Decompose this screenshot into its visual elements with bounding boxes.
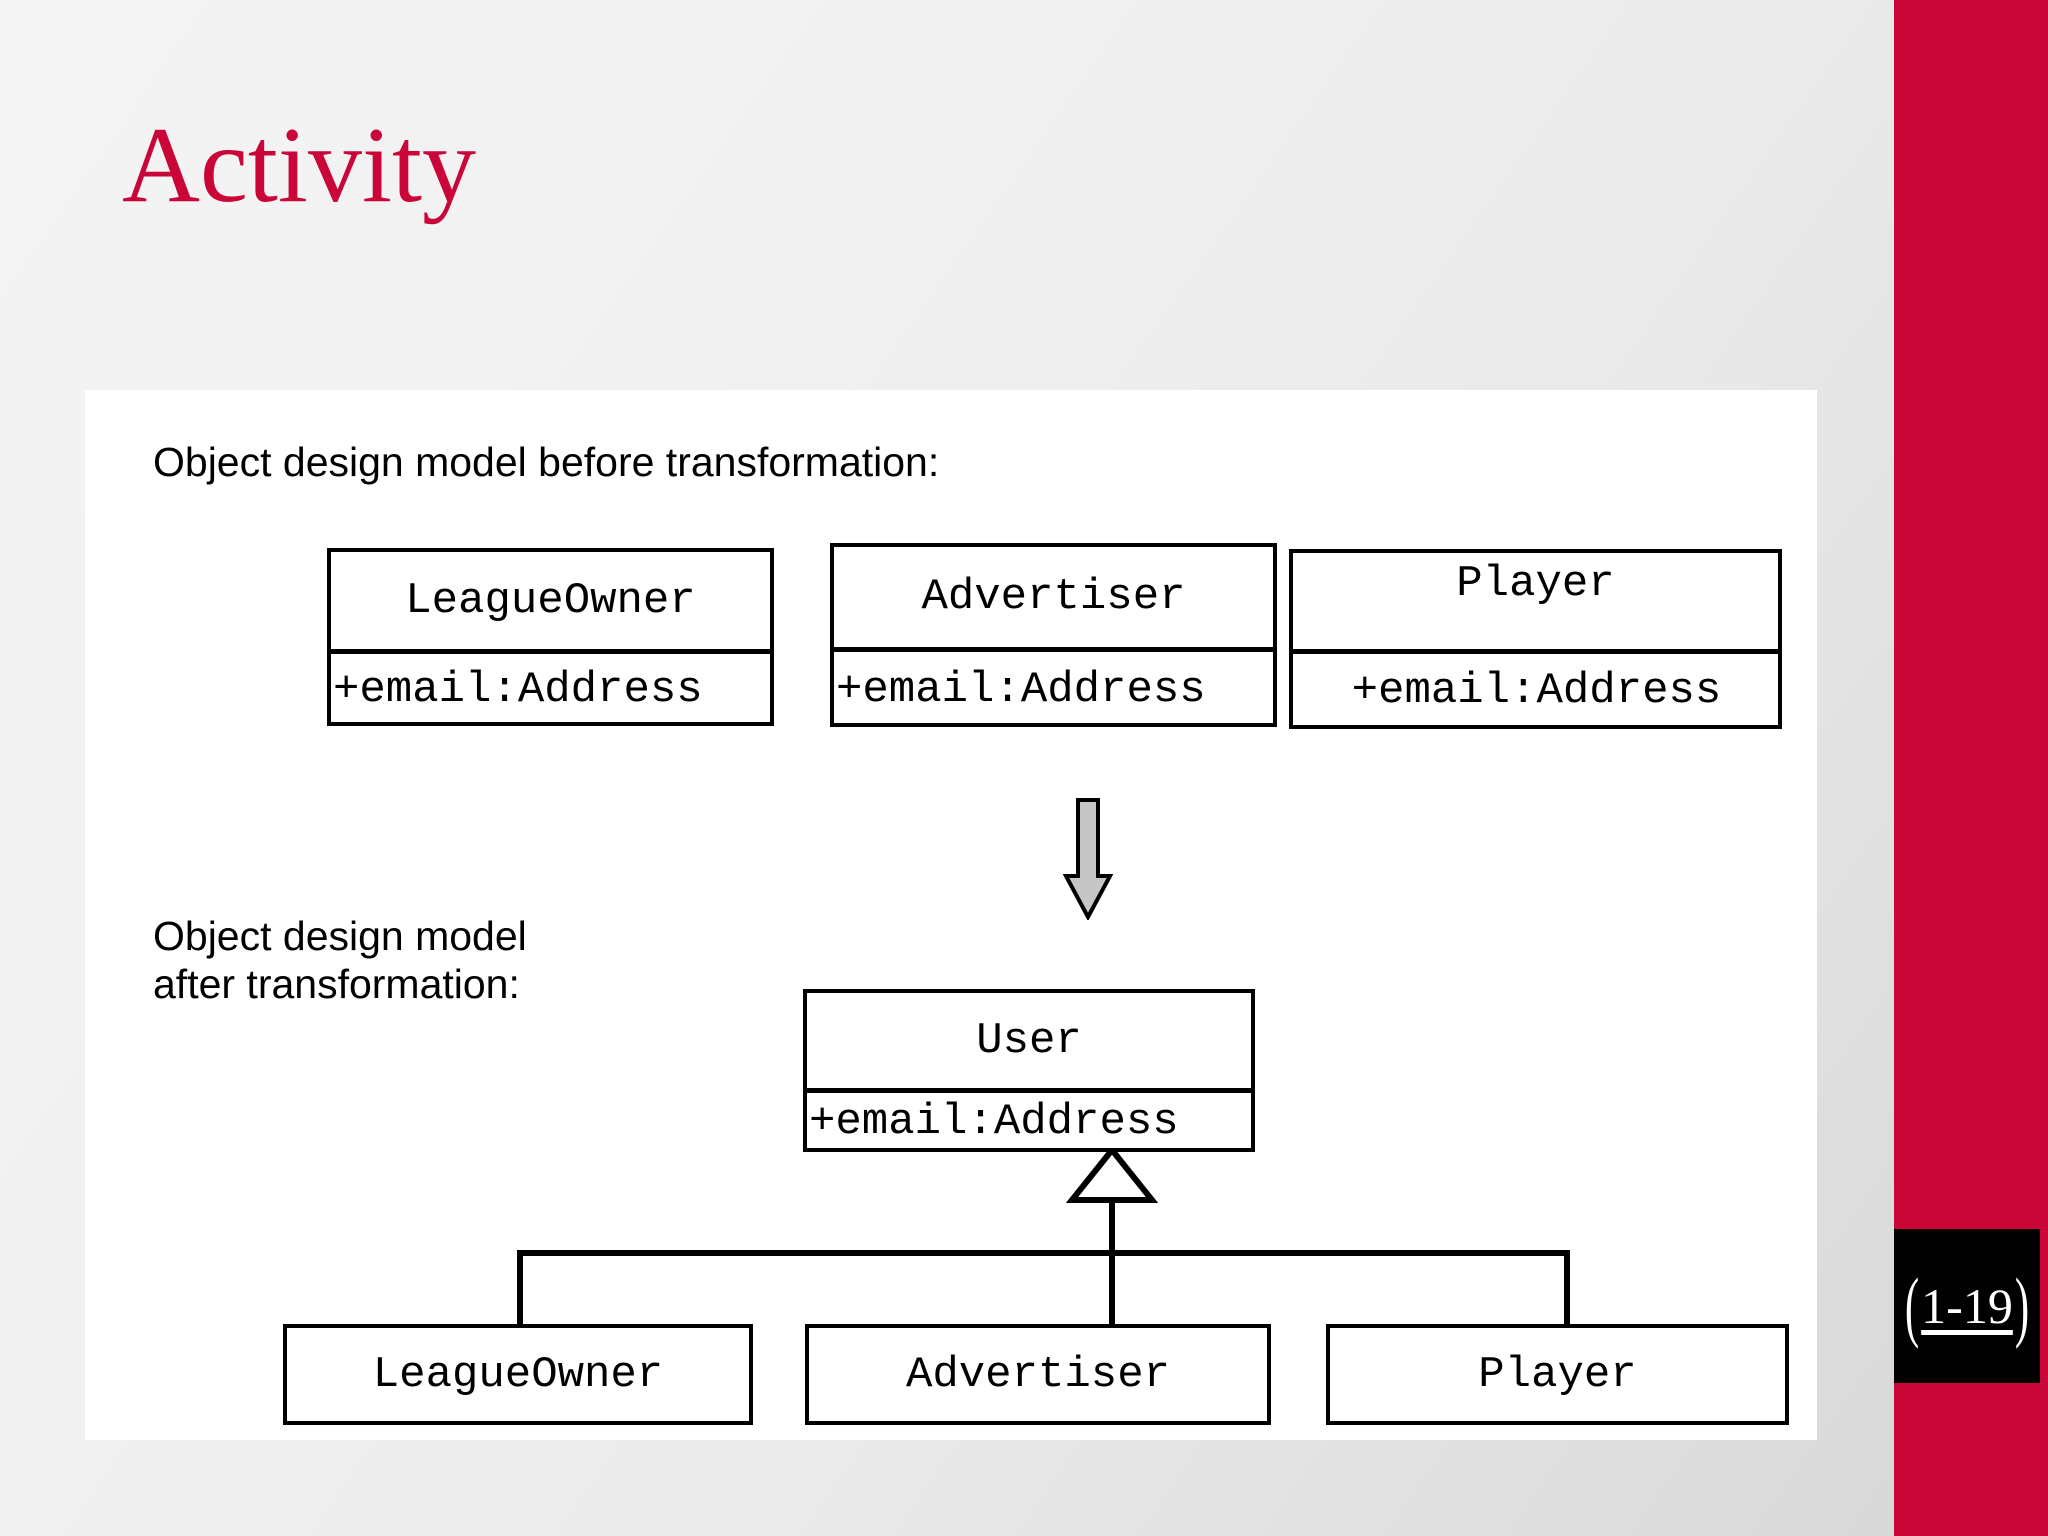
class-name-user: User <box>976 1015 1082 1066</box>
caption-after-transformation: Object design model after transformation… <box>153 913 527 1008</box>
page-number-text: 1-19 <box>1921 1278 2013 1334</box>
transformation-arrow-icon <box>1063 798 1113 920</box>
class-box-advertiser-before[interactable]: Advertiser +email:Address <box>830 543 1277 727</box>
bracket-left-glyph: ( <box>1905 1262 1920 1349</box>
class-name-player-before: Player <box>1456 559 1615 609</box>
page-title: Activity <box>122 106 476 225</box>
content-panel: Object design model before transformatio… <box>85 390 1817 1440</box>
page-number-badge: ( 1-19 ) <box>1894 1229 2040 1383</box>
caption-before-transformation: Object design model before transformatio… <box>153 439 940 485</box>
class-name-advertiser-before: Advertiser <box>921 572 1186 622</box>
class-box-player-after[interactable]: Player <box>1326 1324 1789 1425</box>
class-box-user[interactable]: User +email:Address <box>803 989 1255 1152</box>
class-attribute-advertiser-before: +email:Address <box>834 647 1273 727</box>
class-attribute-user: +email:Address <box>807 1088 1251 1151</box>
class-box-leagueowner-after[interactable]: LeagueOwner <box>283 1324 753 1425</box>
class-box-player-before[interactable]: Player +email:Address <box>1289 549 1782 729</box>
class-attribute-player-before: +email:Address <box>1293 649 1778 728</box>
class-attribute-leagueowner-before: +email:Address <box>331 649 770 726</box>
class-name-leagueowner-before: LeagueOwner <box>405 575 696 626</box>
class-box-leagueowner-before[interactable]: LeagueOwner +email:Address <box>327 548 774 726</box>
class-box-advertiser-after[interactable]: Advertiser <box>805 1324 1271 1425</box>
generalization-connector <box>517 1148 1570 1328</box>
bracket-right-glyph: ) <box>2014 1262 2029 1349</box>
